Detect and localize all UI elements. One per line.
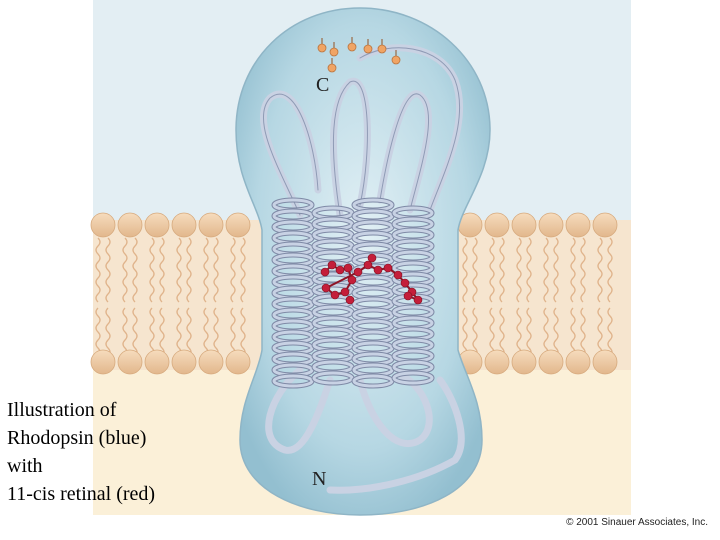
n-terminus-label: N: [312, 468, 327, 490]
c-terminus-label: C: [316, 74, 330, 96]
rhodopsin-protein-graphic: [235, 7, 491, 516]
carbohydrate-chain-graphic: [317, 37, 401, 73]
caption-line-3: with: [7, 455, 43, 477]
figure-caption: Illustration of Rhodopsin (blue) with 11…: [7, 396, 197, 508]
caption-line-2: Rhodopsin (blue): [7, 427, 147, 449]
retinal-molecule-graphic: [320, 253, 423, 305]
lipid-bilayer-graphic: [90, 212, 618, 375]
caption-line-1: Illustration of: [7, 399, 117, 421]
copyright-notice: © 2001 Sinauer Associates, Inc.: [566, 517, 708, 528]
caption-line-4: 11-cis retinal (red): [7, 483, 156, 505]
